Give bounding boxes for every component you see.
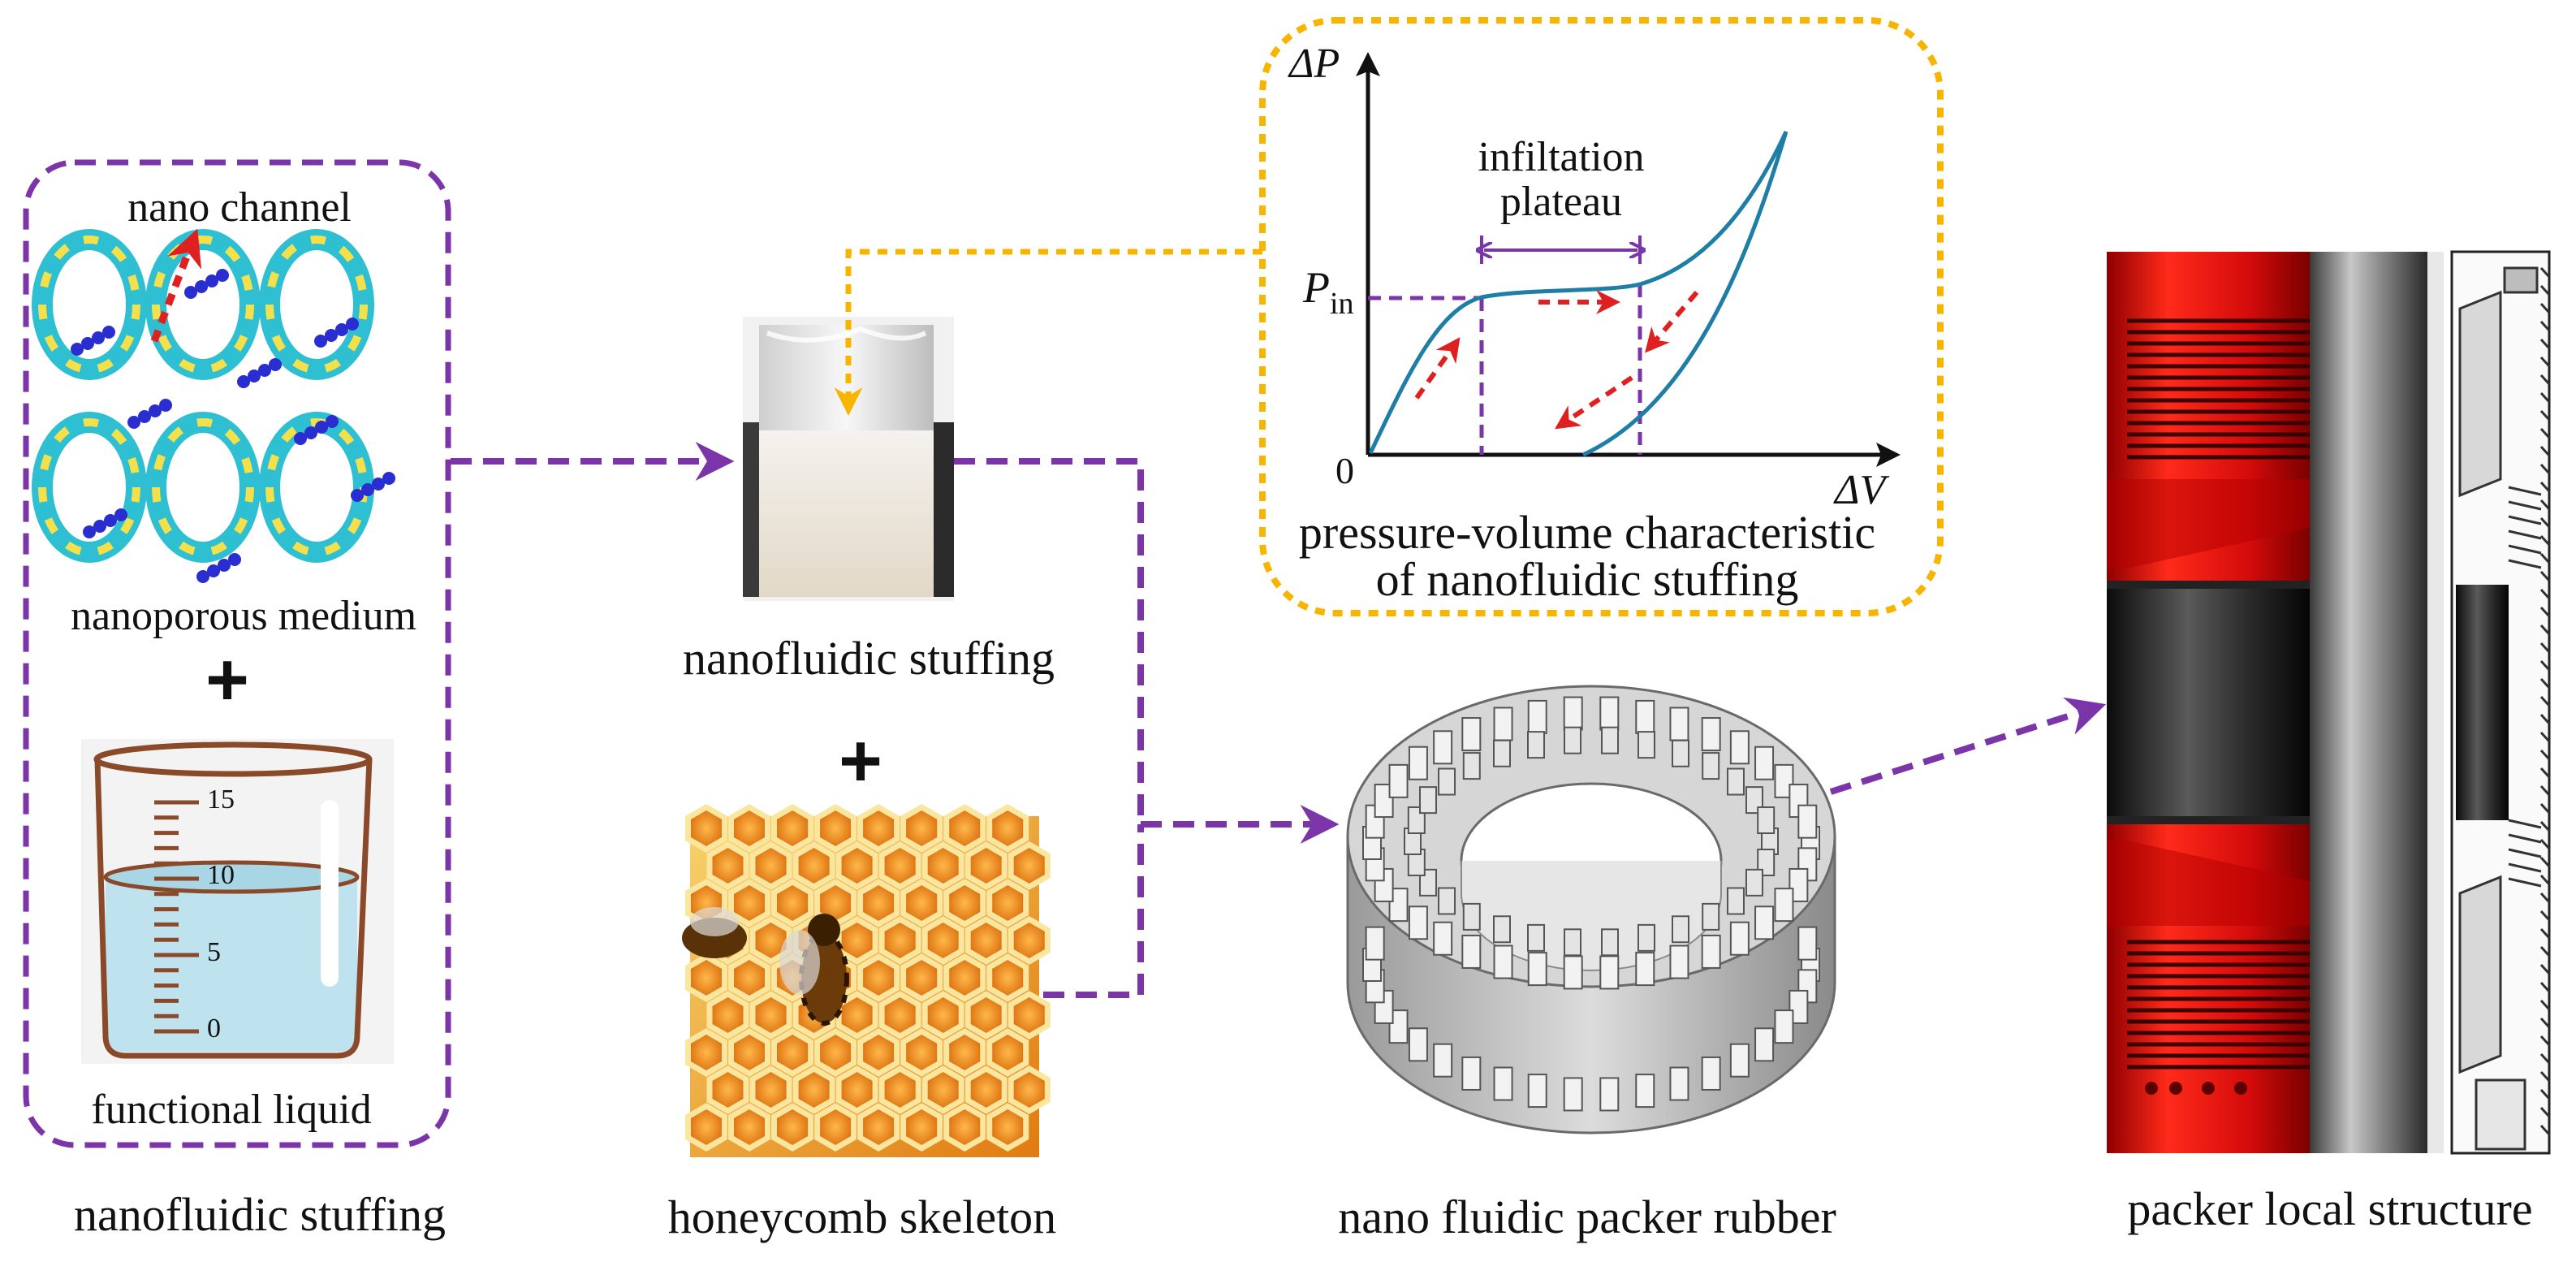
- bee-icon: [779, 914, 849, 1026]
- connector-chart-to-vial: [834, 249, 1262, 416]
- pv-plateau-label-2: plateau: [1500, 179, 1622, 225]
- pv-x-axis-label: ΔV: [1833, 467, 1890, 513]
- pv-y-axis-label: ΔP: [1288, 41, 1340, 87]
- packer-mandrel: [2310, 252, 2427, 1153]
- arrow-rubber-to-packer: [1829, 697, 2107, 795]
- pv-origin-label: 0: [1335, 450, 1354, 491]
- pv-plateau-label-1: infiltation: [1478, 134, 1644, 180]
- beaker-tick-15: 15: [207, 784, 235, 815]
- connector-vial-to-rubber: [954, 458, 1144, 824]
- packer-rubber-element: [2107, 585, 2310, 820]
- pv-caption-2: of nanofluidic stuffing: [1376, 553, 1799, 606]
- beaker-tick-0: 0: [207, 1013, 221, 1044]
- pv-loading-curve: [1368, 130, 1789, 455]
- connector-honeycomb-to-rubber: [1043, 824, 1144, 998]
- packer-caption: packer local structure: [2127, 1182, 2532, 1235]
- packer-section-view: [2450, 250, 2551, 1155]
- beaker-tick-10: 10: [207, 860, 235, 890]
- plus-sign-left: +: [205, 638, 249, 721]
- left-caption: nanofluidic stuffing: [74, 1188, 446, 1241]
- nanoporous-medium-label: nanoporous medium: [71, 593, 416, 639]
- left-panel: nano channel nanoporous medium + 15 10 5…: [23, 159, 451, 1148]
- beaker-tick-5: 5: [207, 937, 221, 967]
- pv-chart-dashed-box: [1259, 17, 1944, 616]
- pv-chart-panel: ΔP ΔV 0 Pin infiltation plateau pressure…: [1259, 17, 1944, 616]
- middle-stuffing-label: nanofluidic stuffing: [683, 632, 1055, 685]
- pv-unloading-curve: [1581, 131, 1789, 457]
- pv-arrow-down-2: [1555, 375, 1633, 430]
- honeycomb-image: [682, 803, 1051, 1157]
- left-dashed-box: [23, 159, 451, 1148]
- rubber-caption: nano fluidic packer rubber: [1338, 1191, 1836, 1243]
- pv-pin-label: Pin: [1302, 263, 1354, 321]
- nanoporous-framework-illustration: [32, 228, 395, 583]
- plus-sign-middle: +: [839, 720, 882, 802]
- packer-rubber-ring: [1346, 685, 1836, 1135]
- nano-channel-label: nano channel: [127, 184, 352, 231]
- bee-icon-partial: [682, 907, 747, 958]
- packer-structure: [2107, 250, 2551, 1155]
- functional-liquid-label: functional liquid: [91, 1087, 371, 1133]
- pv-arrow-down-1: [1645, 291, 1699, 353]
- pv-caption-1: pressure-volume characteristic: [1299, 506, 1875, 559]
- middle-caption: honeycomb skeleton: [668, 1191, 1056, 1243]
- beaker-illustration: 15 10 5 0: [81, 739, 394, 1064]
